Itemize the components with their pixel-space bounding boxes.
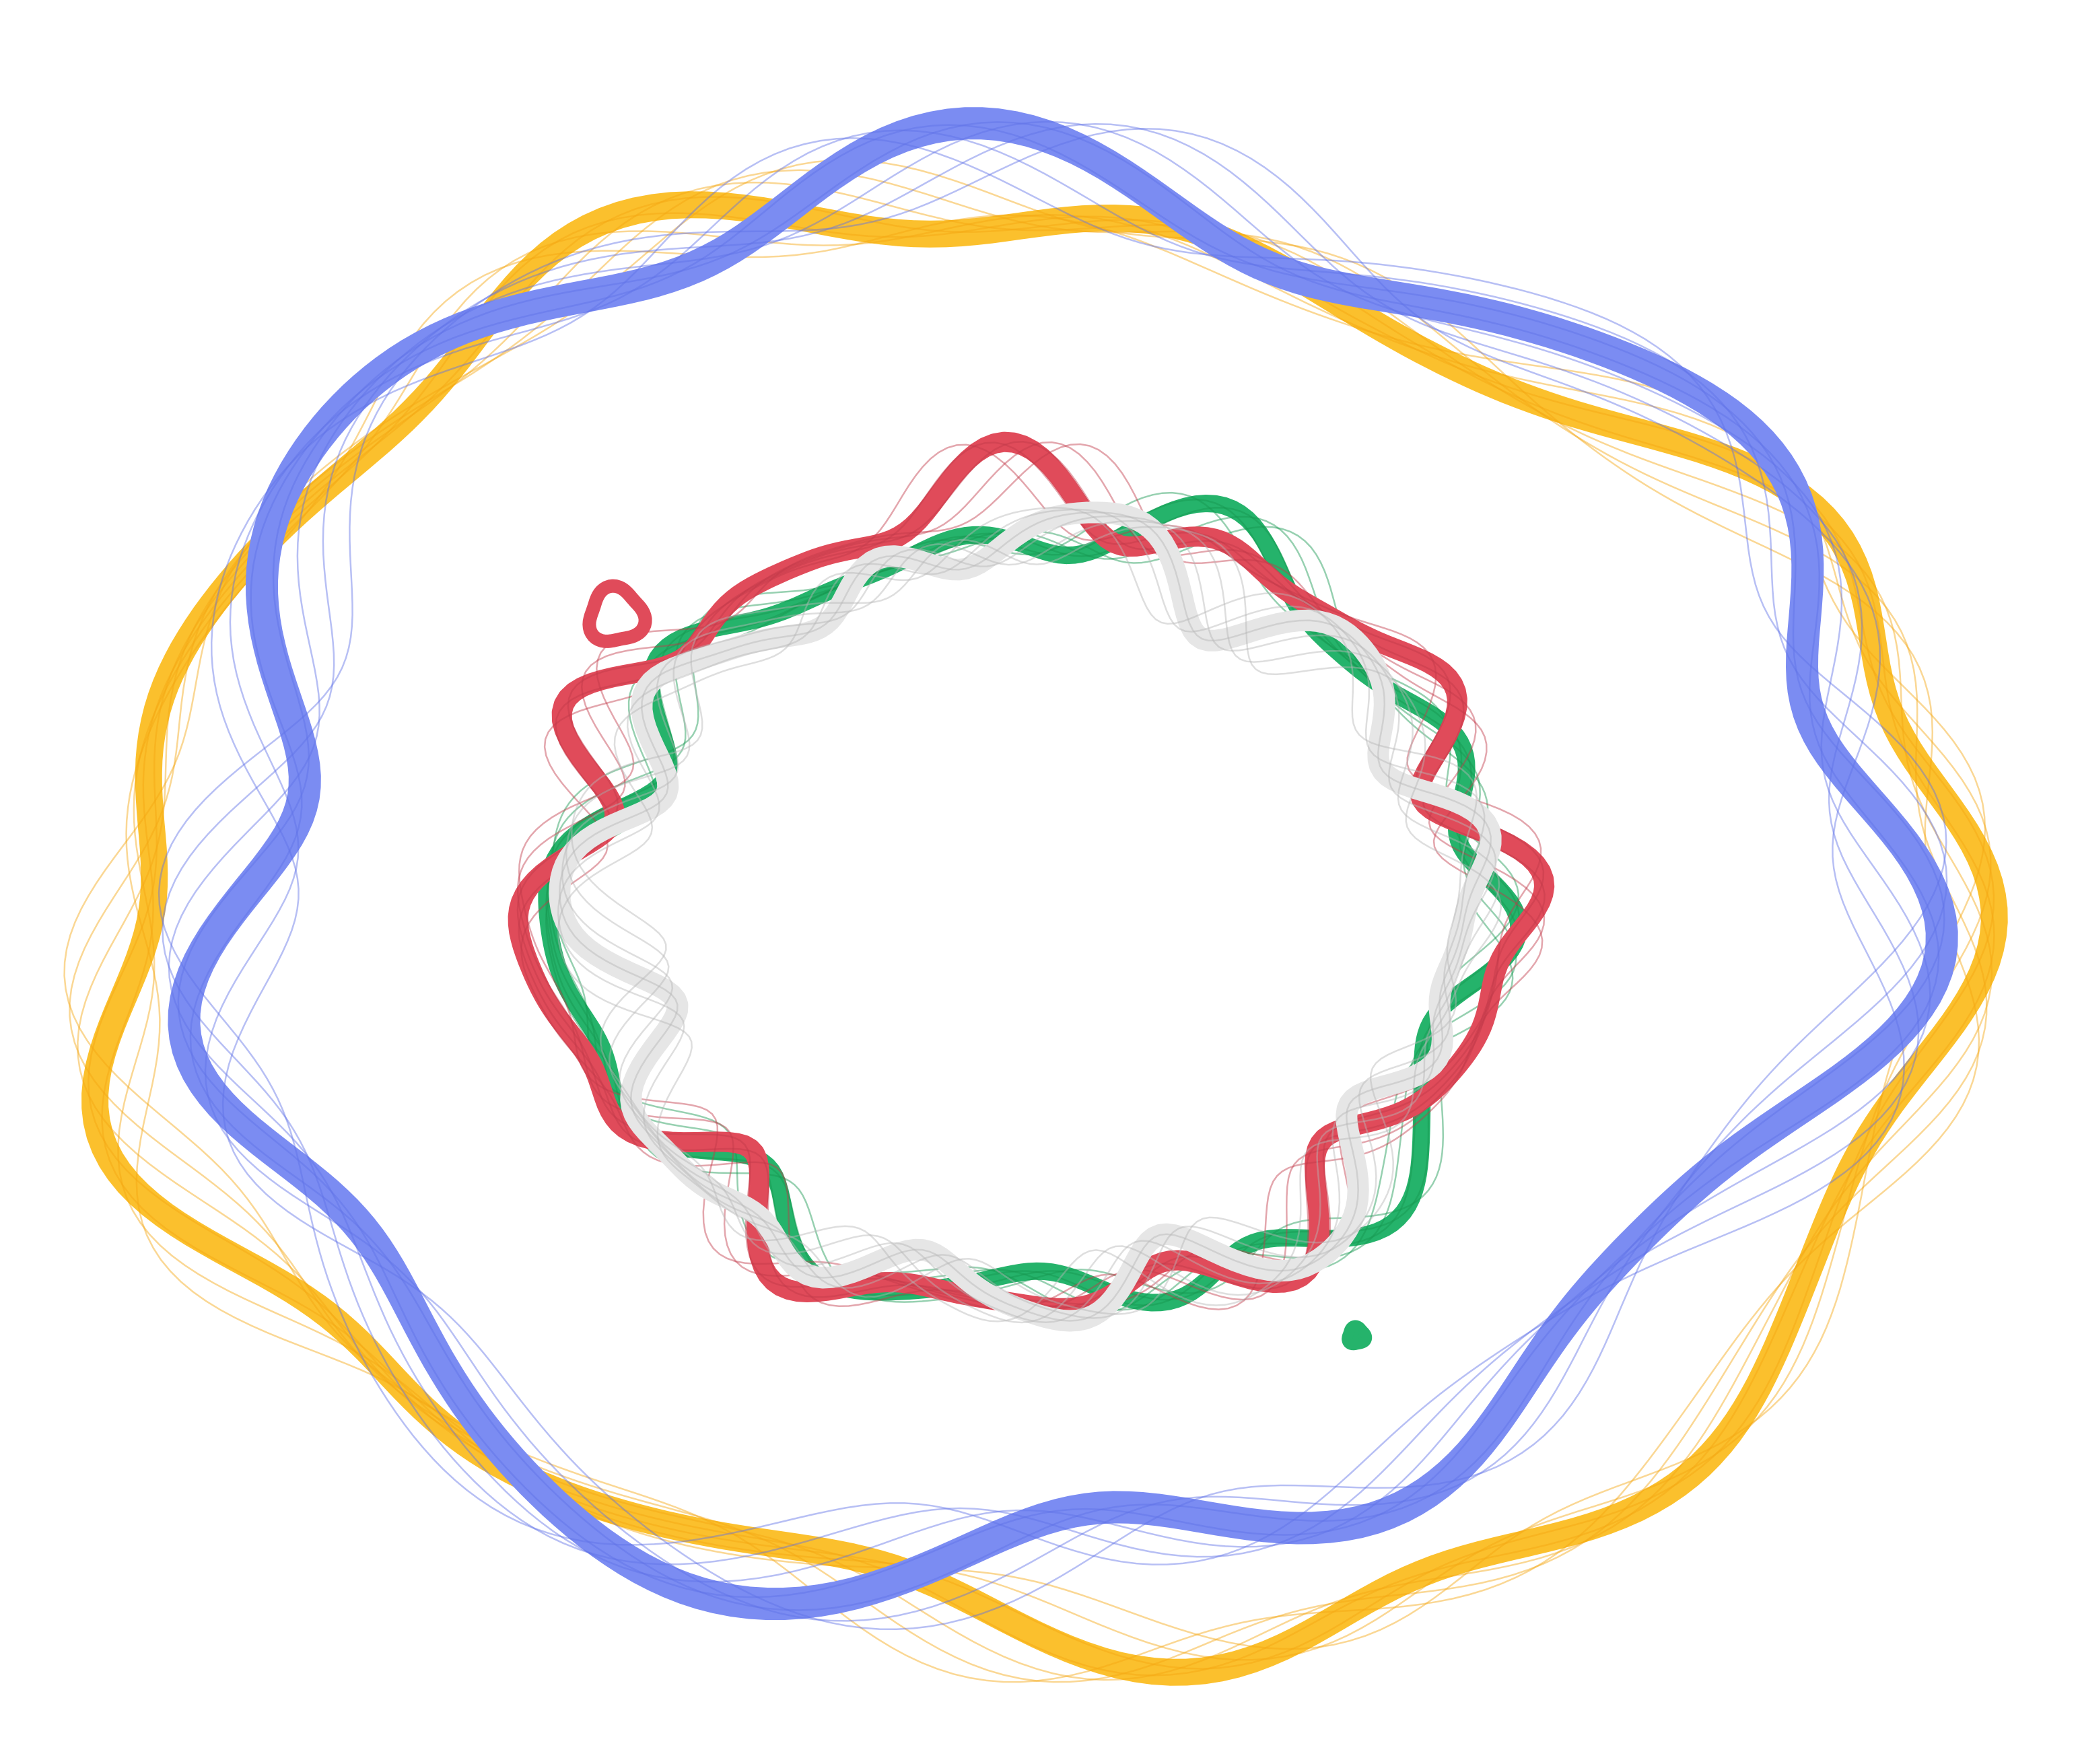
yellow-ring-band <box>81 191 2008 1686</box>
white-ring-strand <box>561 515 1497 1323</box>
red-ring-band <box>508 431 1555 1318</box>
white-ring-strand <box>570 526 1502 1322</box>
green-blob <box>1342 1320 1373 1351</box>
blue-ring-strand <box>168 120 1931 1583</box>
white-ring-strand <box>557 508 1486 1319</box>
red-ring <box>508 431 1555 1318</box>
yellow-ring-strand <box>125 214 1986 1650</box>
yellow-ring-strand <box>69 169 1988 1683</box>
green-ring-strand <box>549 516 1517 1311</box>
green-ring-band <box>538 495 1528 1312</box>
white-ring <box>549 501 1502 1332</box>
yellow-ring-strand <box>88 196 1995 1677</box>
white-ring-strand <box>565 520 1500 1324</box>
blue-ring-strand <box>189 124 1945 1611</box>
blue-ring-strand <box>204 129 1948 1622</box>
yellow-ring-strand <box>117 214 1992 1661</box>
yellow-ring-strand <box>101 212 1995 1670</box>
green-ring-strand <box>545 491 1520 1303</box>
white-ring-strand <box>557 507 1478 1315</box>
red-ring-strand <box>516 441 1546 1311</box>
blue-ring-strand <box>210 137 1947 1631</box>
red-ring-strand <box>518 442 1545 1308</box>
yellow-ring <box>63 159 2008 1686</box>
red-ring-strand <box>516 441 1546 1310</box>
red-blob <box>582 579 652 648</box>
red-ring-strand <box>520 444 1542 1308</box>
yellow-ring-strand <box>63 159 1980 1683</box>
yellow-ring-strand <box>77 181 1993 1681</box>
white-ring-band <box>549 501 1502 1332</box>
blue-ring-strand <box>162 122 1920 1565</box>
green-ring-strand <box>547 507 1519 1306</box>
red-ring-strand <box>518 443 1544 1311</box>
blue-ring-strand <box>158 127 1905 1565</box>
white-ring-strand <box>559 511 1492 1322</box>
blue-ring-strand <box>177 121 1940 1598</box>
blue-ring <box>158 107 1958 1631</box>
blue-ring-band <box>168 107 1958 1620</box>
